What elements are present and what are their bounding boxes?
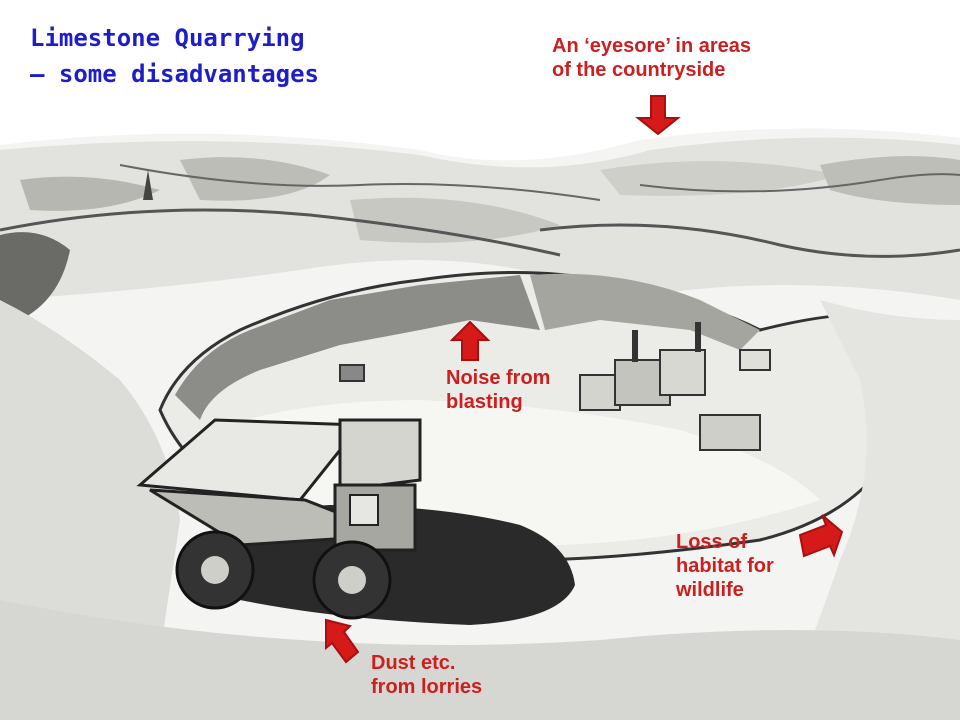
callout-dust: Dust etc. from lorries (371, 651, 482, 699)
hedgerow (119, 164, 601, 201)
foreground (0, 600, 960, 720)
field-band (350, 197, 560, 243)
callout-noise: Noise from blasting (446, 366, 550, 414)
title-line-1: Limestone Quarrying (30, 24, 305, 52)
hedgerow (0, 208, 561, 257)
arrow-down-icon (635, 95, 681, 136)
callout-habitat-line-3: wildlife (676, 579, 744, 601)
callout-habitat-line-2: habitat for (676, 555, 774, 577)
hedgerow (539, 223, 960, 258)
right-bank (780, 300, 960, 720)
field-band (20, 176, 160, 211)
cliff-face (530, 273, 760, 350)
callout-eyesore-line-2: of the countryside (552, 59, 726, 81)
callout-dust-line-2: from lorries (371, 676, 483, 698)
processing-plant (579, 322, 771, 451)
callout-noise-line-2: blasting (446, 391, 523, 413)
arrow-right-icon (798, 514, 844, 558)
title-line-2: – some disadvantages (30, 60, 319, 88)
field-band (180, 157, 330, 201)
callout-eyesore: An ‘eyesore’ in areas of the countryside (552, 34, 751, 82)
callout-dust-line-1: Dust etc. (371, 652, 456, 674)
callout-eyesore-line-1: An ‘eyesore’ in areas (552, 35, 752, 57)
dump-truck (136, 418, 422, 620)
callout-habitat: Loss of habitat for wildlife (676, 530, 774, 602)
church-spire (143, 170, 153, 200)
arrow-up-left-icon (325, 618, 360, 664)
field-band (820, 156, 960, 205)
distant-truck (339, 364, 365, 382)
callout-noise-line-1: Noise from (446, 367, 551, 389)
slide-title: Limestone Quarrying – some disadvantages (30, 20, 319, 92)
arrow-up-icon (449, 320, 491, 361)
callout-habitat-line-1: Loss of (676, 531, 748, 553)
hedgerow (639, 173, 960, 193)
woodland (0, 232, 70, 330)
cliff-face (175, 275, 540, 420)
